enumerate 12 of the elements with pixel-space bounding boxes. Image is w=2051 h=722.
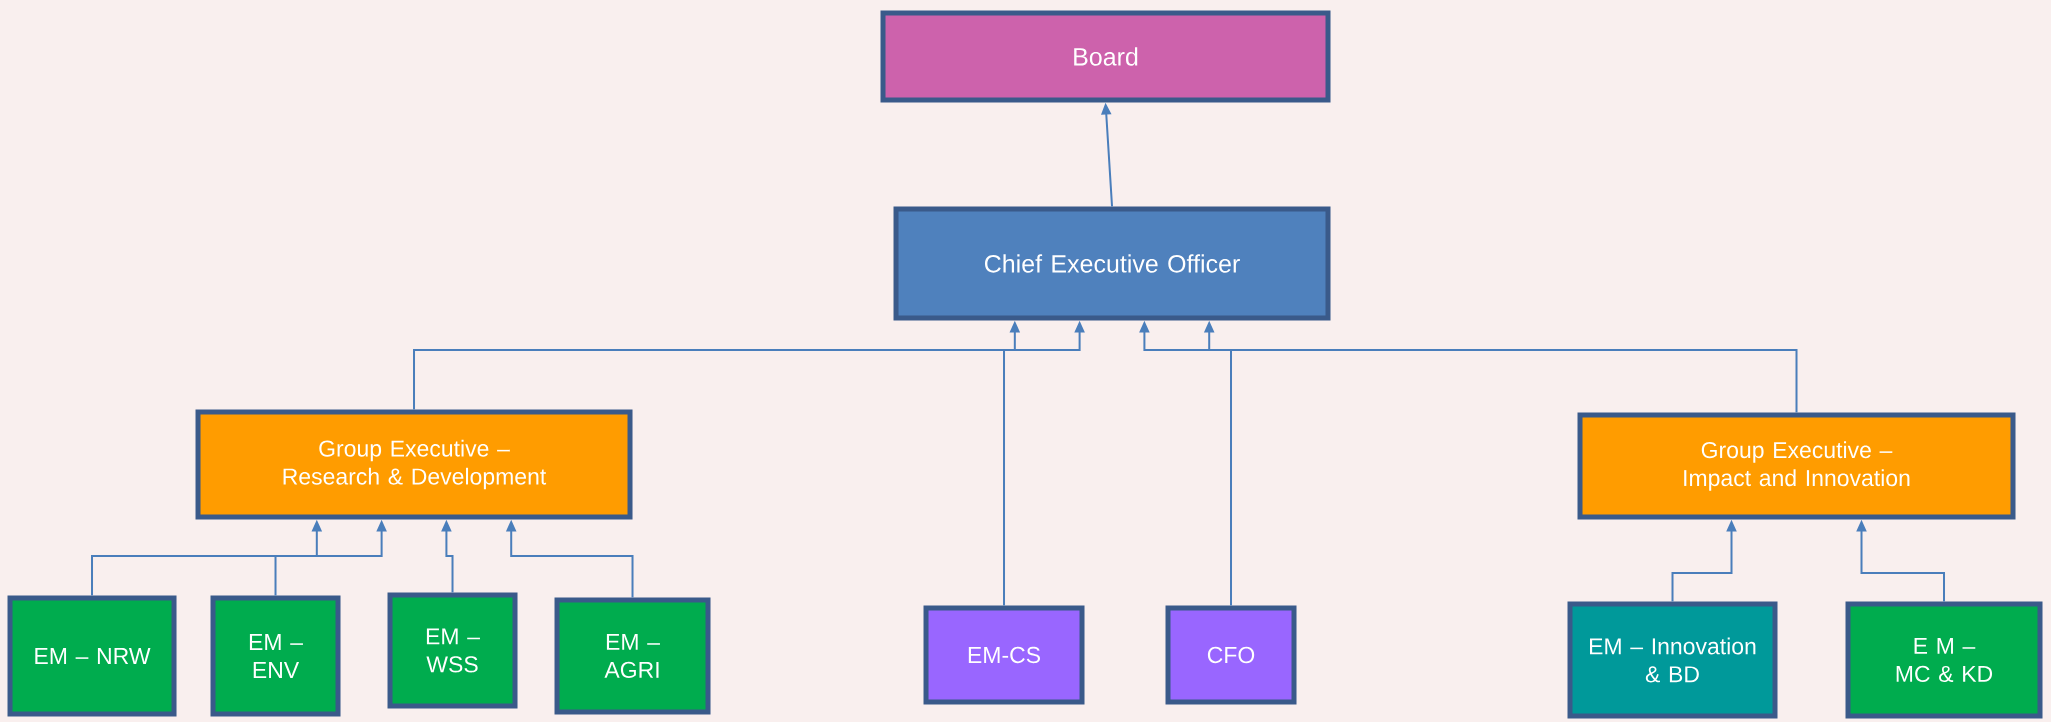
manager-box: EM – Innovation & BD xyxy=(1567,601,1778,719)
officer-box: CFO xyxy=(1165,605,1297,705)
manager-box: EM – NRW xyxy=(7,595,177,717)
board-box: Board xyxy=(880,10,1331,103)
manager-box: E M – MC & KD xyxy=(1845,601,2043,719)
manager-box: EM – AGRI xyxy=(554,597,711,715)
group-box: Group Executive – Impact and Innovation xyxy=(1577,412,2016,520)
manager-box: EM – ENV xyxy=(210,595,341,717)
group-box: Group Executive – Research & Development xyxy=(195,409,633,520)
executive-box: Chief Executive Officer xyxy=(893,206,1331,321)
officer-box: EM-CS xyxy=(923,605,1085,705)
manager-box: EM – WSS xyxy=(387,592,518,709)
